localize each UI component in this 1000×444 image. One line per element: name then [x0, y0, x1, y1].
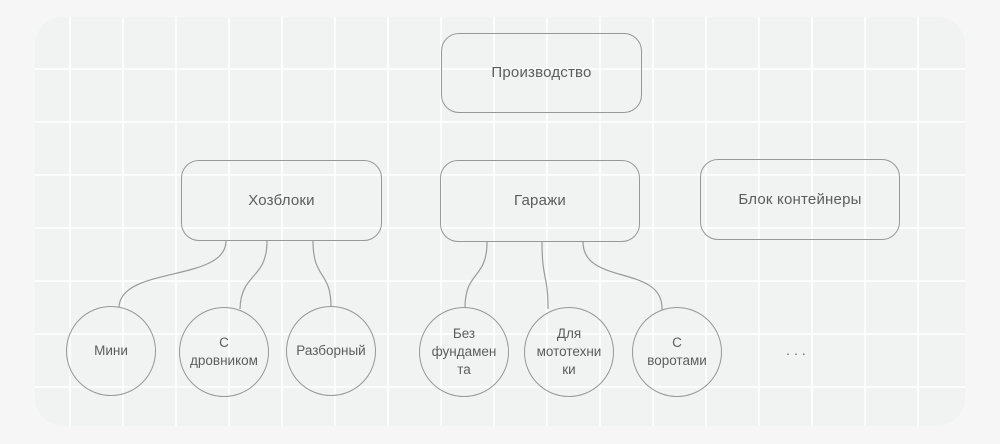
node-mini-label: Мини	[94, 343, 128, 359]
node-garazhi-label: Гаражи	[514, 192, 566, 210]
node-proizvodstvo[interactable]: Производство	[441, 33, 642, 113]
more-items-indicator: ...	[786, 342, 810, 358]
node-blok-konteynery[interactable]: Блок контейнеры	[700, 159, 900, 240]
node-s-drovnikom[interactable]: С дровником	[179, 307, 269, 397]
node-blok-konteynery-label: Блок контейнеры	[738, 190, 862, 208]
node-garazhi[interactable]: Гаражи	[440, 160, 640, 242]
node-dlya-mototekhniki-label: Для мототехники	[536, 326, 602, 377]
node-hozbloki[interactable]: Хозблоки	[181, 160, 382, 241]
node-bez-fundamenta[interactable]: Без фундамента	[419, 307, 509, 397]
node-dlya-mototekhniki[interactable]: Для мототехники	[524, 307, 614, 397]
node-s-vorotami[interactable]: С воротами	[632, 307, 722, 397]
node-proizvodstvo-label: Производство	[491, 64, 592, 82]
node-s-vorotami-label: С воротами	[647, 335, 707, 368]
node-bez-fundamenta-label: Без фундамента	[431, 326, 497, 377]
node-razborny-label: Разборный	[296, 343, 366, 359]
node-s-drovnikom-label: С дровником	[190, 335, 258, 368]
node-hozbloki-label: Хозблоки	[248, 191, 315, 209]
node-mini[interactable]: Мини	[66, 306, 156, 396]
node-razborny[interactable]: Разборный	[286, 306, 376, 396]
